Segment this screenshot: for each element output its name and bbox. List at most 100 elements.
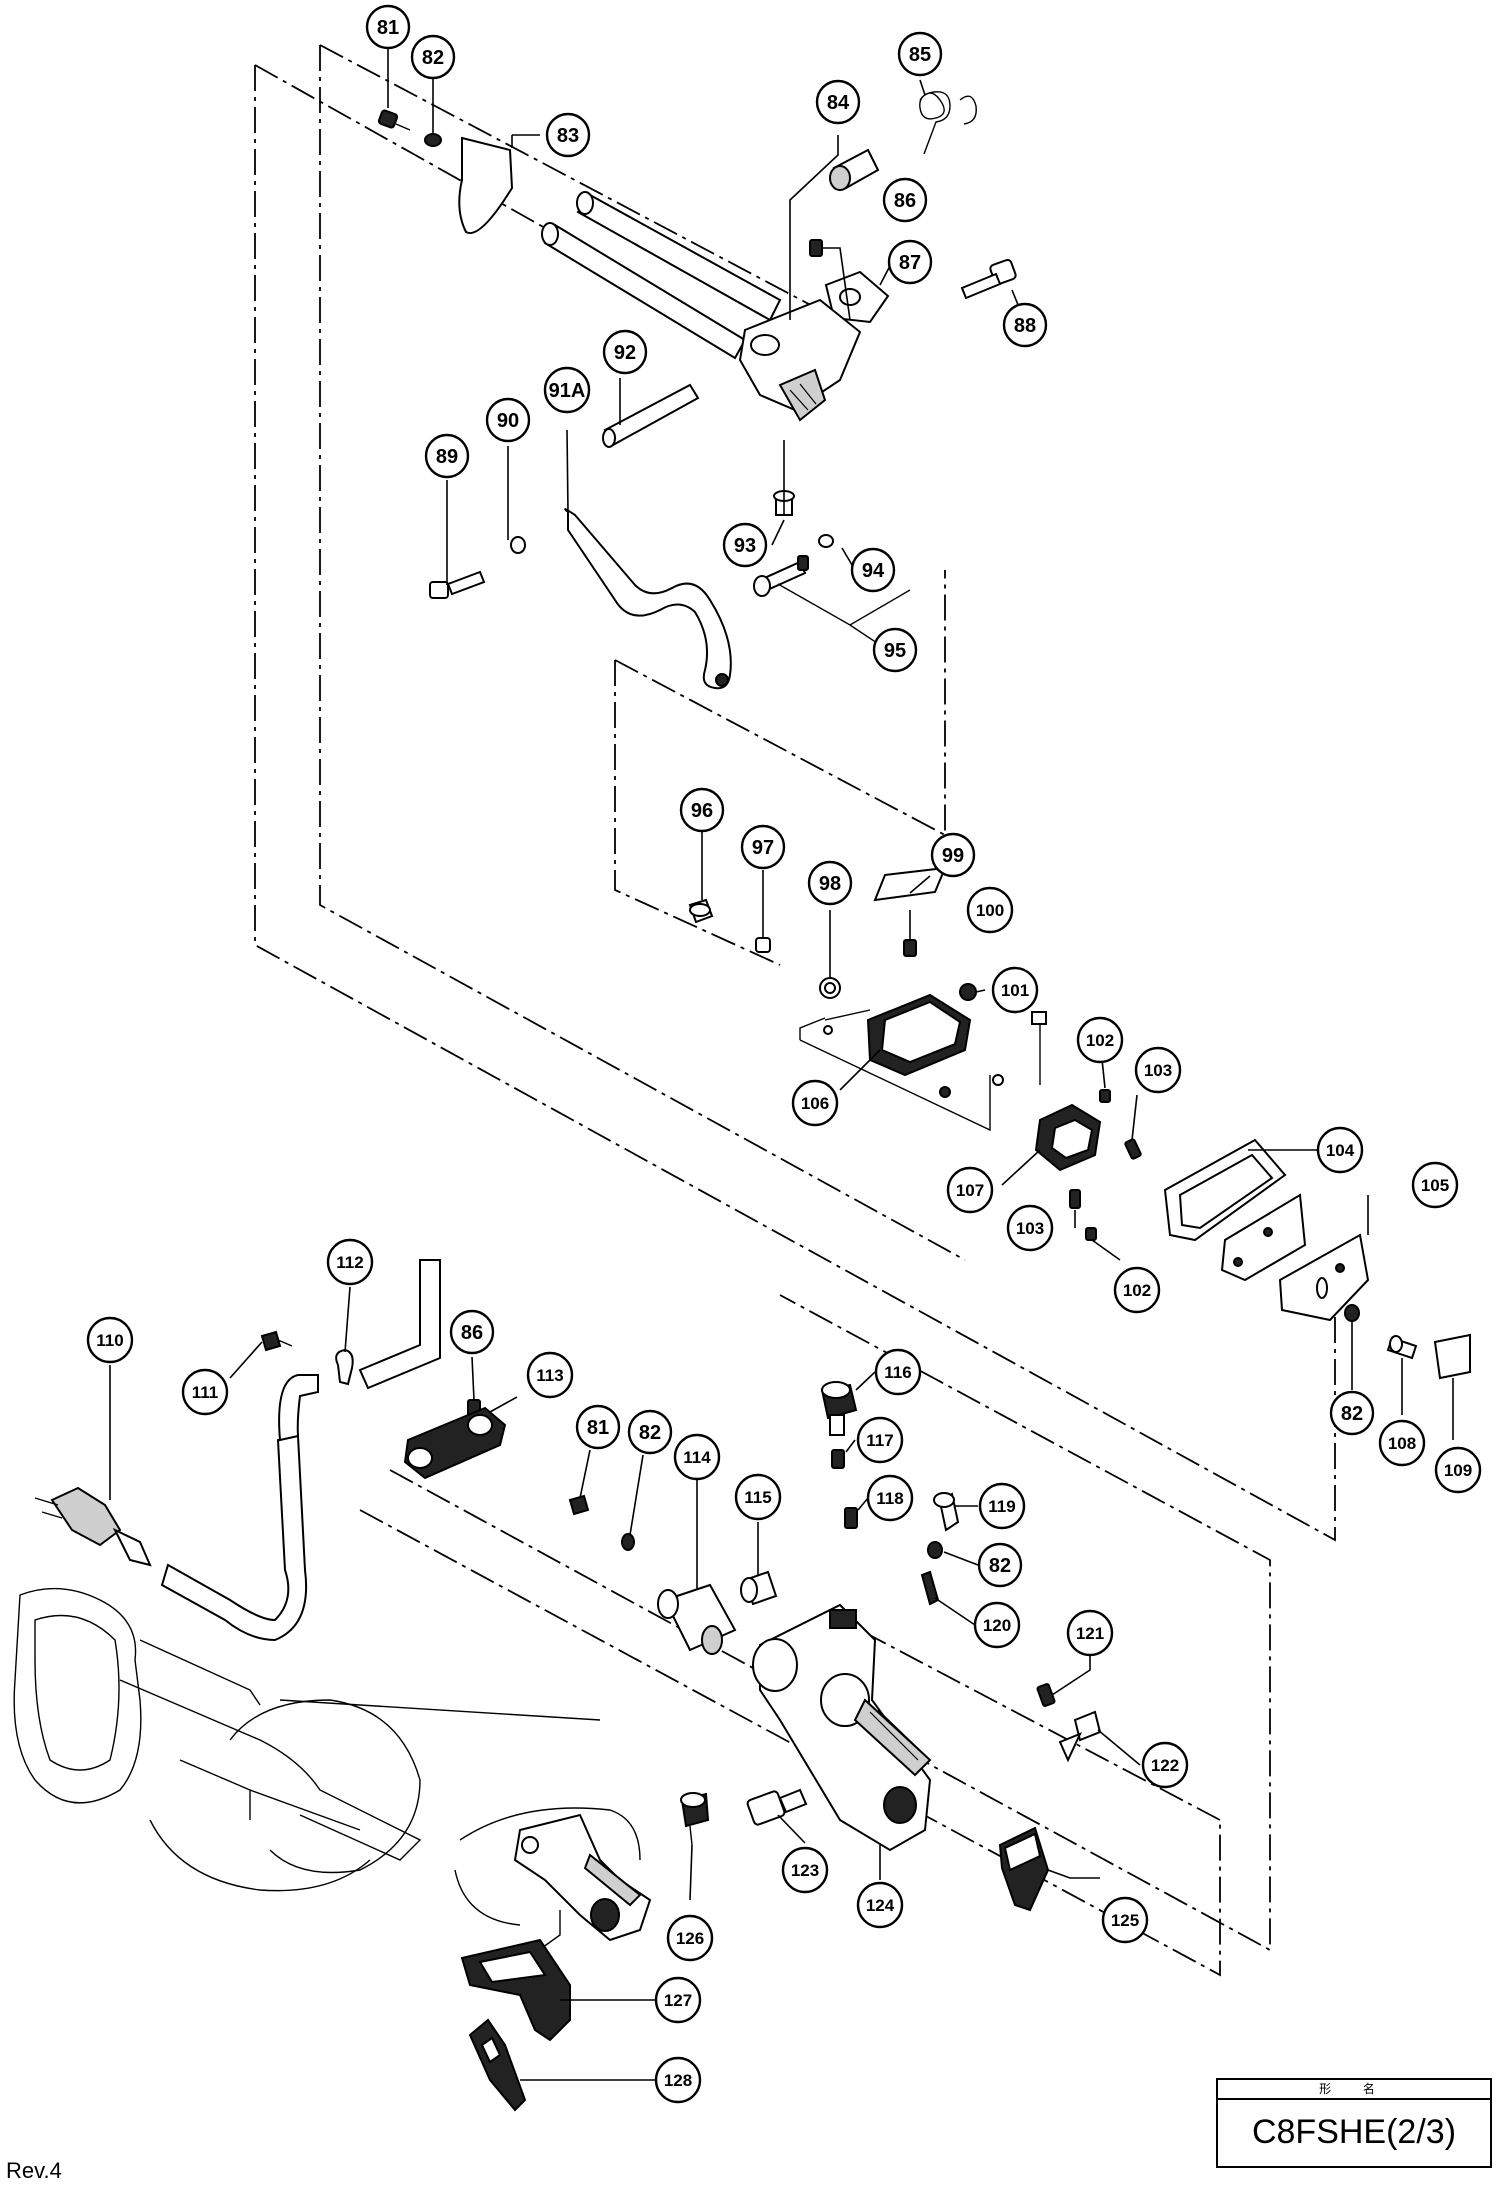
sleeve-84-part bbox=[829, 148, 880, 191]
svg-text:113: 113 bbox=[536, 1366, 563, 1385]
callout-115: 115 bbox=[734, 1473, 782, 1521]
callout-86-b: 86 bbox=[449, 1309, 495, 1355]
svg-text:86: 86 bbox=[894, 190, 916, 212]
bracket-113 bbox=[403, 1406, 507, 1480]
callout-121: 121 bbox=[1066, 1609, 1114, 1657]
svg-text:121: 121 bbox=[1076, 1624, 1104, 1643]
handle-125 bbox=[998, 1826, 1050, 1912]
svg-text:106: 106 bbox=[801, 1094, 829, 1113]
callout-82-b: 82 bbox=[1329, 1390, 1375, 1436]
callout-113: 113 bbox=[526, 1351, 574, 1399]
svg-text:112: 112 bbox=[336, 1253, 363, 1272]
callout-127: 127 bbox=[654, 1976, 702, 2024]
svg-text:102: 102 bbox=[1086, 1031, 1114, 1050]
callout-118: 118 bbox=[866, 1474, 914, 1522]
callout-109: 109 bbox=[1434, 1446, 1482, 1494]
callout-119: 119 bbox=[978, 1482, 1026, 1530]
spring-85-part bbox=[919, 91, 977, 155]
saw-body-outline bbox=[13, 1587, 641, 1926]
svg-text:105: 105 bbox=[1421, 1176, 1449, 1195]
svg-text:125: 125 bbox=[1111, 1911, 1139, 1930]
callout-83: 83 bbox=[545, 112, 591, 158]
middle-parts bbox=[688, 866, 1471, 1380]
svg-text:91A: 91A bbox=[549, 380, 586, 402]
svg-text:82: 82 bbox=[989, 1555, 1011, 1577]
svg-text:110: 110 bbox=[96, 1331, 123, 1350]
callout-84: 84 bbox=[815, 79, 861, 125]
sub-holder-126 bbox=[513, 1792, 710, 1961]
callout-85: 85 bbox=[897, 31, 943, 77]
svg-text:120: 120 bbox=[983, 1616, 1011, 1635]
svg-text:94: 94 bbox=[862, 560, 885, 582]
svg-text:126: 126 bbox=[676, 1929, 704, 1948]
svg-text:124: 124 bbox=[866, 1896, 895, 1915]
lever-128 bbox=[468, 2018, 527, 2112]
callout-94: 94 bbox=[850, 547, 896, 593]
callout-96: 96 bbox=[679, 787, 725, 833]
callout-82: 82 bbox=[410, 34, 456, 80]
model-number: C8FSHE(2/3) bbox=[1251, 2113, 1457, 2151]
callout-86: 86 bbox=[882, 177, 928, 223]
callout-124: 124 bbox=[856, 1881, 904, 1929]
callout-102-b: 102 bbox=[1113, 1266, 1161, 1314]
svg-text:109: 109 bbox=[1444, 1461, 1472, 1480]
callout-95: 95 bbox=[872, 627, 918, 673]
svg-text:86: 86 bbox=[461, 1322, 483, 1344]
svg-text:103: 103 bbox=[1016, 1219, 1044, 1238]
callout-110: 110 bbox=[86, 1316, 134, 1364]
callout-106: 106 bbox=[791, 1079, 839, 1127]
svg-text:84: 84 bbox=[827, 92, 850, 114]
callout-82-c: 82 bbox=[627, 1409, 673, 1455]
holder-body bbox=[738, 298, 862, 422]
callout-98: 98 bbox=[807, 860, 853, 906]
revision-label: Rev.4 bbox=[6, 2158, 62, 2183]
callout-103: 103 bbox=[1134, 1046, 1182, 1094]
svg-text:83: 83 bbox=[557, 125, 579, 147]
title-block-header: 形 名 bbox=[1218, 2080, 1490, 2100]
callout-117: 117 bbox=[856, 1416, 904, 1464]
callout-104: 104 bbox=[1316, 1126, 1364, 1174]
svg-text:108: 108 bbox=[1388, 1434, 1416, 1453]
gasket-104 bbox=[1163, 1138, 1287, 1242]
svg-text:85: 85 bbox=[909, 44, 931, 66]
svg-text:127: 127 bbox=[664, 1991, 692, 2010]
svg-text:82: 82 bbox=[422, 47, 444, 69]
callout-108: 108 bbox=[1378, 1419, 1426, 1467]
callout-93: 93 bbox=[722, 522, 768, 568]
svg-text:104: 104 bbox=[1326, 1141, 1355, 1160]
svg-text:95: 95 bbox=[884, 640, 906, 662]
svg-text:118: 118 bbox=[876, 1489, 903, 1508]
svg-text:128: 128 bbox=[664, 2071, 692, 2090]
pin-92-part bbox=[602, 383, 700, 448]
callout-126: 126 bbox=[666, 1914, 714, 1962]
callout-91A: 91A bbox=[543, 366, 591, 414]
svg-text:92: 92 bbox=[614, 342, 636, 364]
bolt-123 bbox=[746, 1788, 808, 1826]
bolt-88-part bbox=[960, 258, 1017, 300]
svg-text:93: 93 bbox=[734, 535, 756, 557]
svg-text:101: 101 bbox=[1001, 981, 1029, 1000]
bolt-95-part bbox=[753, 555, 809, 597]
callout-128: 128 bbox=[654, 2056, 702, 2104]
slide-rods bbox=[541, 191, 782, 360]
svg-text:119: 119 bbox=[988, 1497, 1015, 1516]
callout-112: 112 bbox=[326, 1238, 374, 1286]
callout-97: 97 bbox=[740, 824, 786, 870]
title-block: 形 名 C8FSHE(2/3) bbox=[1216, 2078, 1492, 2168]
svg-text:100: 100 bbox=[976, 901, 1004, 920]
callout-81-b: 81 bbox=[575, 1404, 621, 1450]
svg-text:87: 87 bbox=[899, 252, 921, 274]
lower-parts bbox=[13, 1259, 1102, 2112]
callout-82-d: 82 bbox=[977, 1542, 1023, 1588]
svg-text:122: 122 bbox=[1151, 1756, 1179, 1775]
callout-90: 90 bbox=[485, 397, 531, 443]
leader-lines bbox=[109, 48, 1454, 2081]
knob-116 bbox=[820, 1381, 858, 1436]
svg-text:123: 123 bbox=[791, 1861, 819, 1880]
callout-101: 101 bbox=[991, 966, 1039, 1014]
callouts: 81 82 83 84 85 86 87 88 89 90 91A 92 93 … bbox=[86, 4, 1482, 2104]
svg-text:114: 114 bbox=[683, 1448, 711, 1467]
svg-text:90: 90 bbox=[497, 410, 519, 432]
callout-102: 102 bbox=[1076, 1016, 1124, 1064]
callout-122: 122 bbox=[1141, 1741, 1189, 1789]
